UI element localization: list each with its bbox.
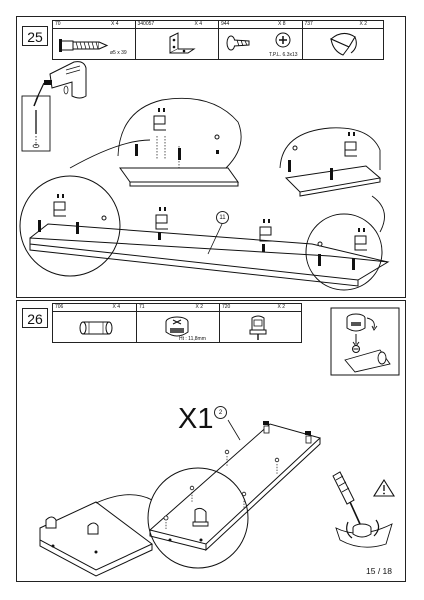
cam-lock-icon — [165, 316, 189, 337]
part-note: T.P.L. 6.3x13 — [269, 52, 298, 58]
part-code: 340057 — [137, 21, 155, 27]
dowel-screw-icon — [59, 39, 109, 52]
part-qty: X 4 — [112, 304, 120, 310]
part-item: 71 X 2 Ht : 11,8mm — [137, 304, 220, 342]
part-code: 944 — [221, 21, 230, 27]
part-qty: X 4 — [110, 21, 119, 27]
part-qty: X 2 — [359, 21, 367, 27]
part-item: 340057 X 4 — [135, 21, 219, 59]
part-item: 706 X 4 — [53, 304, 137, 342]
angle-bracket-icon — [169, 32, 196, 54]
part-qty: X 4 — [194, 21, 202, 27]
part-item: 70 X 4 ø5 x 39 — [53, 21, 136, 59]
shelf-support-icon — [329, 33, 357, 56]
step-26-panel — [16, 300, 406, 582]
part-qty: X 2 — [277, 304, 285, 310]
step-25-panel — [16, 16, 406, 298]
part-callout: 11 — [216, 211, 229, 224]
part-item: 720 X 2 — [220, 304, 301, 342]
part-callout: 2 — [214, 406, 227, 419]
cam-bolt-icon — [249, 315, 267, 340]
parts-list: 70 X 4 ø5 x 39 340057 X 4 — [52, 20, 384, 60]
wood-screw-icon — [226, 32, 291, 51]
part-code: 71 — [139, 304, 145, 310]
part-qty: X 2 — [195, 304, 203, 310]
step-25-drawing — [19, 61, 390, 291]
part-note: Ht : 11,8mm — [179, 336, 206, 342]
step-number: 26 — [22, 308, 48, 328]
part-code: 720 — [222, 304, 231, 310]
wooden-dowel-icon — [79, 321, 113, 335]
part-note: ø5 x 39 — [110, 50, 127, 56]
page-number: 15 / 18 — [366, 566, 392, 576]
part-qty: X 8 — [277, 21, 286, 27]
part-code: 70 — [55, 21, 61, 27]
step-number: 25 — [22, 26, 48, 46]
quantity-multiplier: X1 — [178, 403, 214, 435]
part-code: 706 — [55, 304, 64, 310]
part-item: 737 X 2 — [302, 21, 383, 59]
part-item: 944 X 8 T.P.L. 6.3x13 — [219, 21, 303, 59]
part-code: 737 — [304, 21, 313, 27]
parts-list: 706 X 4 71 X 2 Ht : 11,8mm — [52, 303, 302, 343]
